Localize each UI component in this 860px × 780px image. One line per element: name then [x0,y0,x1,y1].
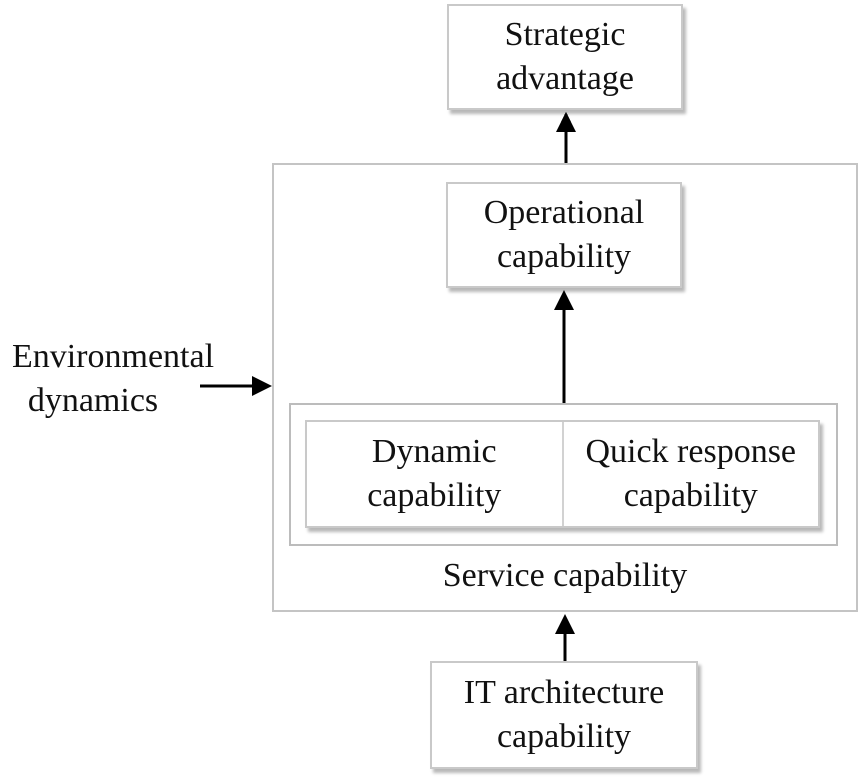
dynamic-capability-line2: capability [367,477,502,514]
quick-response-line1: Quick response [585,433,797,470]
it-architecture-line1: IT architecture [463,674,665,711]
operational-capability-node: Operational capability [446,182,682,288]
quick-response-capability-node: Quick response capability [561,422,819,526]
arrow-it-to-service-head [555,614,575,634]
arrow-service-to-strategic-head [556,112,576,132]
environmental-dynamics-label: Environmental dynamics [0,335,226,423]
strategic-advantage-node: Strategic advantage [447,4,683,110]
environmental-dynamics-line2: dynamics [27,382,159,419]
arrow-environment-to-service-head [252,376,272,396]
service-capability-frame [272,163,858,612]
dynamic-capability-line1: Dynamic [371,433,497,470]
operational-capability-line1: Operational [483,194,645,231]
capability-pair: Dynamic capability Quick response capabi… [305,420,820,528]
service-capability-label: Service capability [442,557,688,594]
operational-capability-line2: capability [496,238,632,275]
dynamic-capability-node: Dynamic capability [307,422,562,526]
quick-response-line2: capability [623,477,758,514]
strategic-advantage-line2: advantage [496,60,634,97]
strategic-advantage-line1: Strategic [504,16,626,53]
environmental-dynamics-line1: Environmental [11,338,215,375]
it-architecture-capability-node: IT architecture capability [430,661,698,769]
it-architecture-line2: capability [496,718,632,755]
